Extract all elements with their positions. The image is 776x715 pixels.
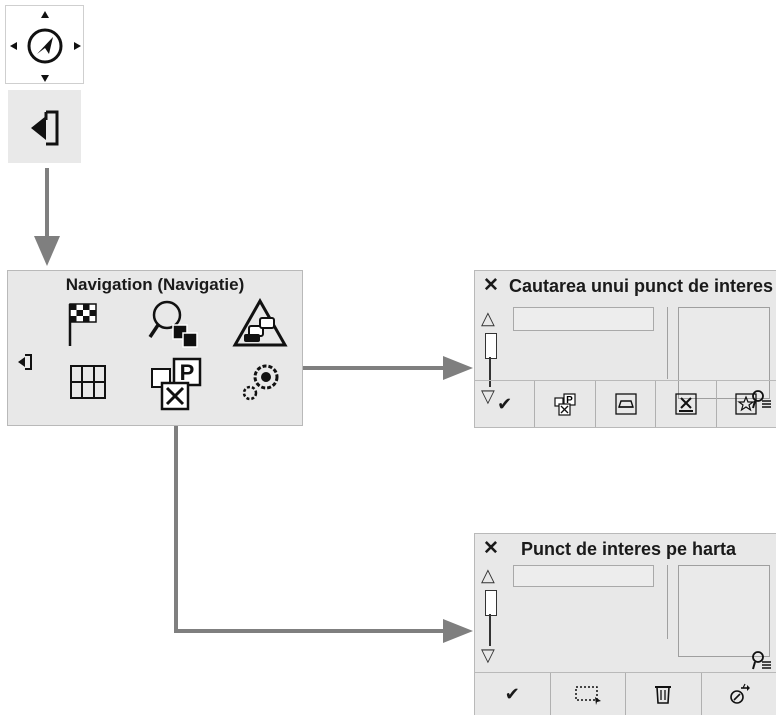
map-icon[interactable]	[68, 363, 108, 403]
svg-text:P: P	[566, 395, 573, 406]
search-field[interactable]	[513, 565, 654, 587]
navigation-menu-panel: Navigation (Navigatie) P	[7, 270, 303, 426]
select-area-icon	[575, 686, 601, 705]
joystick-button[interactable]	[5, 5, 84, 84]
car-category-button[interactable]	[596, 381, 657, 427]
search-field[interactable]	[513, 307, 654, 331]
settings-icon[interactable]	[238, 359, 286, 405]
car-icon	[614, 393, 637, 415]
search-poi-icon[interactable]	[147, 295, 205, 351]
scroll-up-icon[interactable]: △	[481, 565, 495, 585]
action-toolbar: ✔ P	[475, 380, 776, 427]
navigation-menu-title: Navigation (Navigatie)	[65, 275, 245, 294]
star-icon	[735, 393, 757, 415]
zoom-list-icon[interactable]	[751, 650, 773, 672]
trash-icon	[655, 686, 672, 704]
scroll-up-icon[interactable]: △	[481, 308, 495, 328]
close-button[interactable]: ✕	[483, 538, 499, 559]
svg-text:P: P	[180, 360, 195, 385]
poi-categories-icon: P	[554, 393, 576, 416]
scrollbar-thumb[interactable]	[485, 590, 497, 616]
checkmark-icon: ✔	[504, 683, 520, 704]
poi-categories-icon[interactable]: P	[148, 355, 204, 411]
traffic-icon[interactable]	[232, 298, 288, 348]
joystick-icon	[10, 11, 81, 82]
divider	[667, 307, 668, 379]
scrollbar-track	[489, 614, 491, 646]
favorites-button[interactable]	[717, 381, 776, 427]
back-button[interactable]	[8, 90, 81, 163]
search-poi-screen: ✕ Cautarea unui punct de interes △ ▽ ✔ P	[474, 270, 776, 428]
arrow-to-map-poi	[174, 400, 445, 633]
checkmark-icon: ✔	[497, 393, 513, 414]
back-icon	[31, 110, 59, 146]
map-preview	[678, 307, 770, 399]
screen-title: Punct de interes pe harta	[521, 539, 737, 559]
action-toolbar: ✔	[475, 672, 776, 715]
scrollbar-track	[489, 357, 491, 387]
arrow-down-head	[34, 236, 60, 266]
delete-button[interactable]	[626, 673, 702, 715]
destination-flag-icon[interactable]	[64, 300, 104, 348]
scroll-down-icon[interactable]: ▽	[481, 645, 495, 665]
confirm-button[interactable]: ✔	[475, 673, 551, 715]
usb-icon	[729, 683, 750, 704]
restaurant-category-button[interactable]	[656, 381, 717, 427]
select-area-button[interactable]	[551, 673, 626, 715]
close-button[interactable]: ✕	[483, 275, 499, 296]
back-icon[interactable]	[15, 351, 37, 373]
poi-category-button[interactable]: P	[535, 381, 596, 427]
map-poi-screen: ✕ Punct de interes pe harta △ ▽ ✔	[474, 533, 776, 715]
map-preview	[678, 565, 770, 657]
usb-import-button[interactable]	[702, 673, 776, 715]
restaurant-icon	[675, 393, 697, 415]
scrollbar-thumb[interactable]	[485, 333, 497, 359]
confirm-button[interactable]: ✔	[475, 381, 536, 427]
zoom-list-icon[interactable]	[751, 389, 773, 411]
screen-title: Cautarea unui punct de interes	[509, 276, 774, 296]
divider	[667, 565, 668, 639]
scroll-down-icon[interactable]: ▽	[481, 386, 495, 406]
